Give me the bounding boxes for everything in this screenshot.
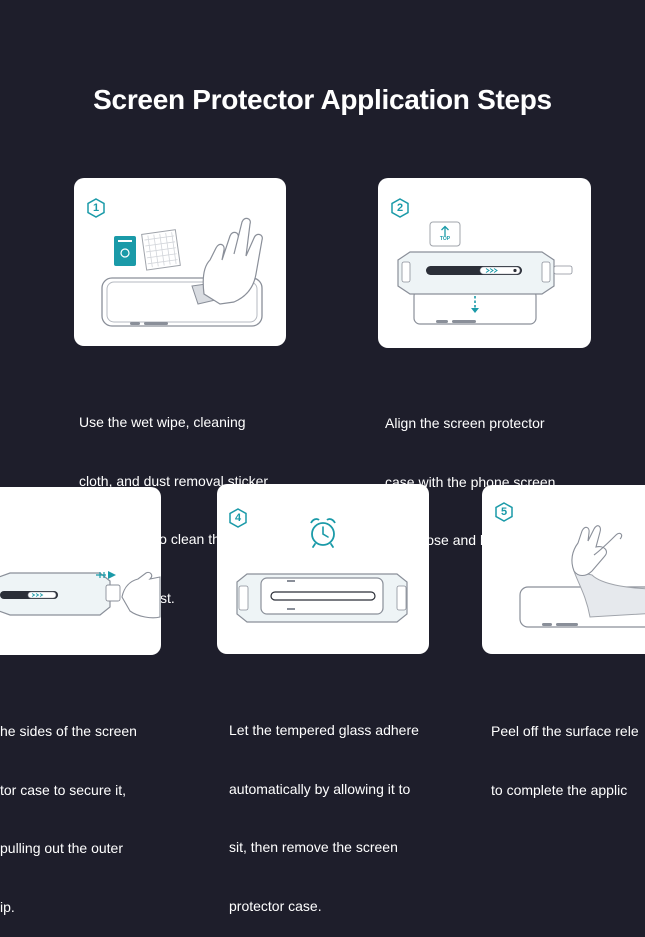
step-3-card (0, 487, 161, 655)
step-2-illustration (397, 221, 573, 325)
step-2-number: 2 (396, 202, 404, 214)
step-4-line: automatically by allowing it to (229, 780, 411, 797)
step-2-number-badge: 2 (390, 198, 410, 218)
step-1-number-badge: 1 (86, 198, 106, 218)
step-5-number: 5 (500, 506, 508, 518)
step-3-illustration (0, 571, 161, 619)
step-4-illustration (236, 518, 408, 623)
step-4-card: 4 (217, 484, 429, 654)
step-5-number-badge: 5 (494, 502, 514, 522)
step-2-top-label: TOP (439, 236, 451, 242)
step-3-line: pulling out the outer (0, 840, 123, 856)
step-2-card: TOP 2 (378, 178, 591, 348)
page-title: Screen Protector Application Steps (93, 84, 552, 115)
step-1-number: 1 (92, 202, 100, 214)
step-4-line: protector case. (229, 897, 322, 914)
step-3-line: ip. (0, 898, 15, 915)
step-5-illustration (519, 525, 645, 628)
step-5-line: to complete the applic (491, 781, 628, 798)
step-3-line: tor case to secure it, (0, 781, 127, 798)
step-5-card: 5 (482, 485, 645, 654)
step-4-number-badge: 4 (228, 508, 248, 528)
step-1-illustration (101, 217, 263, 327)
step-1-line: Use the wet wipe, cleaning (79, 414, 246, 430)
step-3-line: he sides of the screen (0, 723, 137, 739)
step-4-description: Let the tempered glass adhere automatica… (229, 682, 469, 936)
step-4-line: Let the tempered glass adhere (229, 722, 419, 738)
step-4-number: 4 (234, 512, 242, 524)
step-5-line: Peel off the surface rele (491, 723, 639, 739)
step-5-description: Peel off the surface rele to complete th… (491, 683, 645, 820)
step-3-description: he sides of the screen tor case to secur… (0, 683, 180, 937)
step-1-card: 1 (74, 178, 286, 346)
alarm-clock-icon (310, 518, 336, 548)
step-4-line: sit, then remove the screen (229, 839, 398, 855)
step-2-line: Align the screen protector (385, 415, 545, 431)
